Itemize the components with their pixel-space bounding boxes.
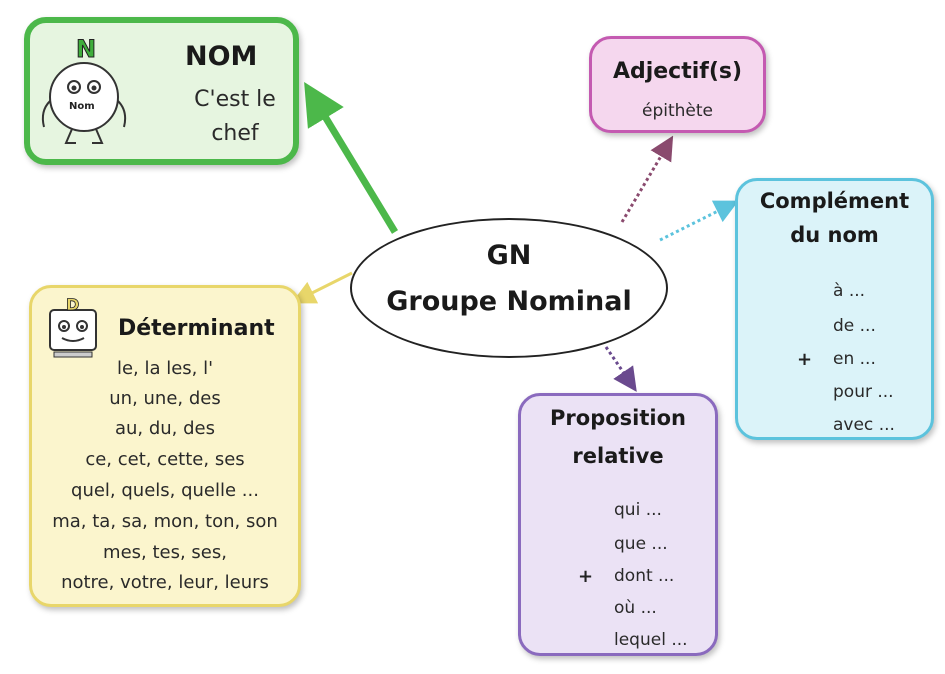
determinant-line: ce, cet, cette, ses xyxy=(85,449,245,470)
proposition-title-2: relative xyxy=(572,444,664,468)
nom-icon-letter: N xyxy=(76,35,96,63)
nom-icon-label: Nom xyxy=(69,101,95,112)
connector-complement xyxy=(659,200,739,242)
determinant-line: mes, tes, ses, xyxy=(103,542,227,563)
adjectif-title: Adjectif(s) xyxy=(612,59,743,84)
determinant-line: au, du, des xyxy=(114,418,216,439)
proposition-item: que ... xyxy=(614,534,668,554)
connector-nom xyxy=(304,82,398,234)
nom-title: NOM xyxy=(185,41,258,72)
determinant-box: D Déterminant le, la les, l' un, une, de… xyxy=(29,285,301,607)
nom-box: N Nom NOM C'est le chef xyxy=(24,17,299,165)
center-ellipse: GN Groupe Nominal xyxy=(350,218,668,358)
complement-item: de ... xyxy=(833,316,876,336)
complement-plus-marker: + xyxy=(797,349,813,370)
complement-title-1: Complément xyxy=(759,189,910,213)
determinant-line: notre, votre, leur, leurs xyxy=(61,572,269,593)
connector-determinant xyxy=(291,271,353,304)
determinant-mascot-icon: D xyxy=(44,295,104,364)
nom-line-2: chef xyxy=(211,121,259,146)
adjectif-subtitle: épithète xyxy=(642,101,713,121)
complement-item: en ... xyxy=(833,349,876,369)
nom-line-1: C'est le xyxy=(194,87,276,112)
proposition-item: où ... xyxy=(614,598,657,618)
proposition-item: dont ... xyxy=(614,566,675,586)
complement-item: pour ... xyxy=(833,382,894,402)
complement-item: à ... xyxy=(833,281,866,301)
proposition-plus-marker: + xyxy=(578,566,594,587)
adjectif-box: Adjectif(s) épithète xyxy=(589,36,766,133)
center-title-groupe-nominal: Groupe Nominal xyxy=(386,286,632,317)
determinant-line: ma, ta, sa, mon, ton, son xyxy=(52,511,278,532)
complement-box: Complément du nom à ... de ... + en ... … xyxy=(735,178,934,440)
determinant-line: un, une, des xyxy=(109,388,221,409)
proposition-box: Proposition relative qui ... que ... + d… xyxy=(518,393,718,656)
proposition-item: lequel ... xyxy=(614,630,688,650)
determinant-line: le, la les, l' xyxy=(116,358,214,379)
determinant-title: Déterminant xyxy=(118,316,275,341)
determinant-line: quel, quels, quelle ... xyxy=(71,480,259,501)
connector-proposition xyxy=(604,346,637,392)
determinant-icon-letter: D xyxy=(66,296,79,314)
nom-mascot-icon: N Nom xyxy=(36,31,136,153)
complement-item: avec ... xyxy=(833,415,895,435)
center-title-gn: GN xyxy=(486,240,532,271)
proposition-item: qui ... xyxy=(614,500,662,520)
complement-title-2: du nom xyxy=(790,223,879,247)
connector-adjectif xyxy=(620,135,674,223)
proposition-title-1: Proposition xyxy=(550,406,686,430)
